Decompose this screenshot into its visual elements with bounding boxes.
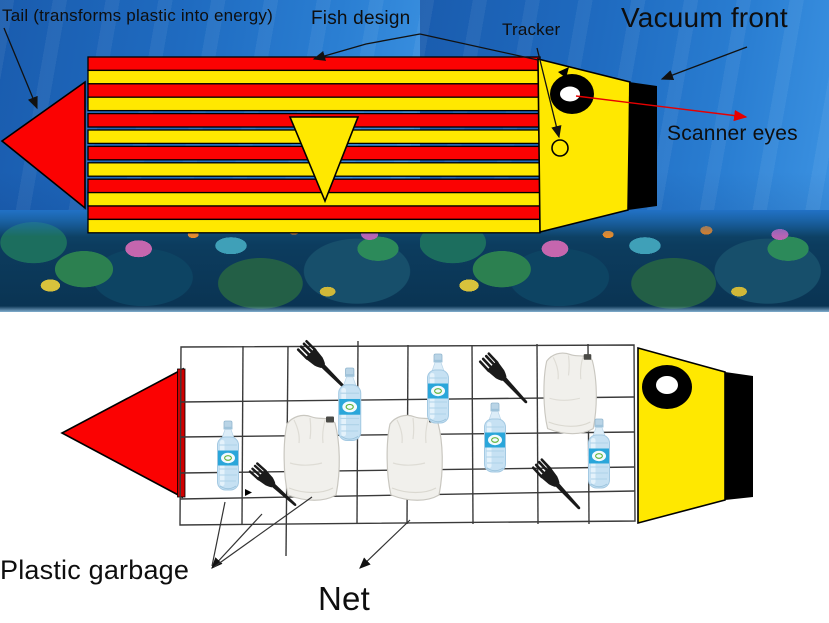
bottom-view-callout-lines — [211, 496, 411, 569]
bottom-view-net — [60, 339, 753, 569]
water-bottle[interactable] — [216, 420, 240, 491]
water-bottle[interactable] — [483, 402, 507, 473]
label-net[interactable]: Net — [318, 580, 370, 617]
tail-fin[interactable] — [0, 80, 86, 210]
plastic-garbage-items — [216, 339, 611, 515]
plastic-bag[interactable] — [386, 414, 443, 501]
label-plastic-garbage[interactable]: Plastic garbage — [0, 555, 190, 585]
plastic-bag[interactable] — [543, 352, 597, 435]
small-arrow-mark — [245, 489, 252, 496]
scanner-beam-arrow — [575, 95, 748, 122]
plastic-fork[interactable] — [478, 351, 533, 409]
water-bottle[interactable] — [426, 353, 450, 424]
eye-notch — [558, 67, 569, 78]
label-tracker[interactable]: Tracker — [502, 20, 561, 39]
top-view-callout-lines — [3, 27, 748, 139]
label-tail[interactable]: Tail (transforms plastic into energy) — [2, 6, 273, 25]
plastic-fork[interactable] — [531, 457, 586, 515]
vacuum-front-bar-bottom[interactable] — [725, 372, 753, 500]
plastic-bag[interactable] — [283, 414, 340, 501]
tail-fin-bottom[interactable] — [60, 367, 184, 499]
tracker-ring[interactable] — [551, 139, 569, 157]
belly-fin[interactable] — [288, 116, 360, 204]
eye-pupil-bottom — [656, 376, 678, 394]
fish-body-stripes[interactable] — [87, 56, 541, 234]
eye-pupil — [560, 86, 580, 102]
label-fish-design[interactable]: Fish design — [311, 8, 411, 29]
top-view-fish — [0, 27, 748, 234]
label-scanner-eyes[interactable]: Scanner eyes — [667, 122, 798, 145]
vacuum-front-bar[interactable] — [628, 82, 657, 210]
label-vacuum-front[interactable]: Vacuum front — [621, 2, 788, 33]
